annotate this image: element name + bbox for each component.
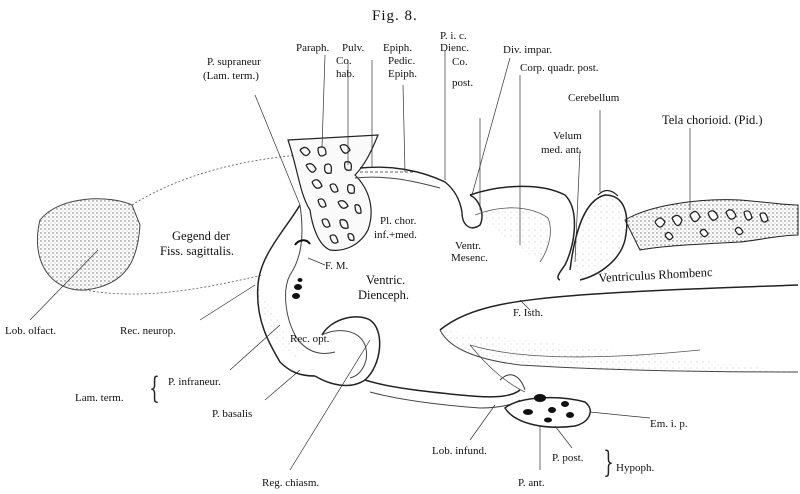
label-velum-2: med. ant.: [541, 144, 582, 156]
label-ventr-mes-2: Mesenc.: [451, 252, 488, 264]
label-ventric-1: Ventric.: [366, 273, 405, 287]
label-rec-opt: Rec. opt.: [290, 333, 329, 345]
label-p-post: P. post.: [552, 452, 584, 464]
hemisphere-outline: [132, 155, 300, 205]
label-p-basalis: P. basalis: [212, 408, 252, 420]
label-co-hab-1: Co.: [336, 55, 352, 67]
label-ventric-2: Dienceph.: [358, 288, 409, 302]
label-p-supraneur-1: P. supraneur: [207, 56, 261, 68]
lam-term-brace: {: [149, 374, 160, 404]
tela-chorioidea: [625, 200, 798, 250]
optic-recess: [315, 317, 380, 386]
label-div-impar: Div. impar.: [503, 44, 552, 56]
olfactory-lobe: [37, 199, 140, 290]
label-gegend-1: Gegend der: [172, 229, 230, 243]
label-pl-chor-1: Pl. chor.: [380, 215, 416, 227]
label-tela: Tela chorioid. (Pid.): [662, 113, 763, 127]
label-lob-olfact: Lob. olfact.: [5, 325, 56, 337]
label-paraph: Paraph.: [296, 42, 329, 54]
figure-title: Fig. 8.: [372, 10, 418, 22]
label-pic-4: post.: [452, 77, 473, 89]
rhombencephalon-floor: [440, 285, 798, 330]
label-p-infraneur: P. infraneur.: [168, 376, 221, 388]
label-gegend-2: Fiss. sagittalis.: [160, 244, 234, 258]
label-lob-infund: Lob. infund.: [432, 445, 487, 457]
hypoph-brace: }: [603, 448, 614, 478]
mesencephalon: [462, 195, 482, 228]
label-reg-chiasm: Reg. chiasm.: [262, 477, 319, 489]
label-pedic-2: Epiph.: [388, 68, 417, 80]
label-pic-2: Dienc.: [440, 42, 469, 54]
label-p-supraneur-2: (Lam. term.): [203, 70, 259, 82]
label-pic-1: P. i. c.: [440, 30, 467, 42]
label-rec-neurop: Rec. neurop.: [120, 325, 176, 337]
label-pedic-1: Pedic.: [388, 55, 415, 67]
label-velum-1: Velum: [553, 130, 582, 142]
cerebellum: [570, 195, 627, 280]
label-p-ant: P. ant.: [518, 477, 545, 489]
label-lam-term: Lam. term.: [75, 392, 124, 404]
label-pulv: Pulv.: [342, 42, 364, 54]
label-pl-chor-2: inf.+med.: [374, 229, 417, 241]
label-corp-quadr: Corp. quadr. post.: [520, 62, 599, 74]
diencephalic-roof: [360, 167, 462, 212]
label-fm: F. M.: [325, 260, 348, 272]
label-hypoph: Hypoph.: [616, 462, 654, 474]
label-cerebellum: Cerebellum: [568, 92, 619, 104]
label-pic-3: Co.: [452, 56, 468, 68]
label-ventr-mes-1: Ventr.: [455, 240, 481, 252]
hypophysis: [505, 398, 590, 428]
infundibulum: [365, 380, 520, 397]
label-epiph: Epiph.: [383, 42, 412, 54]
label-em-ip: Em. i. p.: [650, 418, 688, 430]
label-co-hab-2: hab.: [336, 68, 355, 80]
label-f-isth: F. Isth.: [513, 307, 543, 319]
